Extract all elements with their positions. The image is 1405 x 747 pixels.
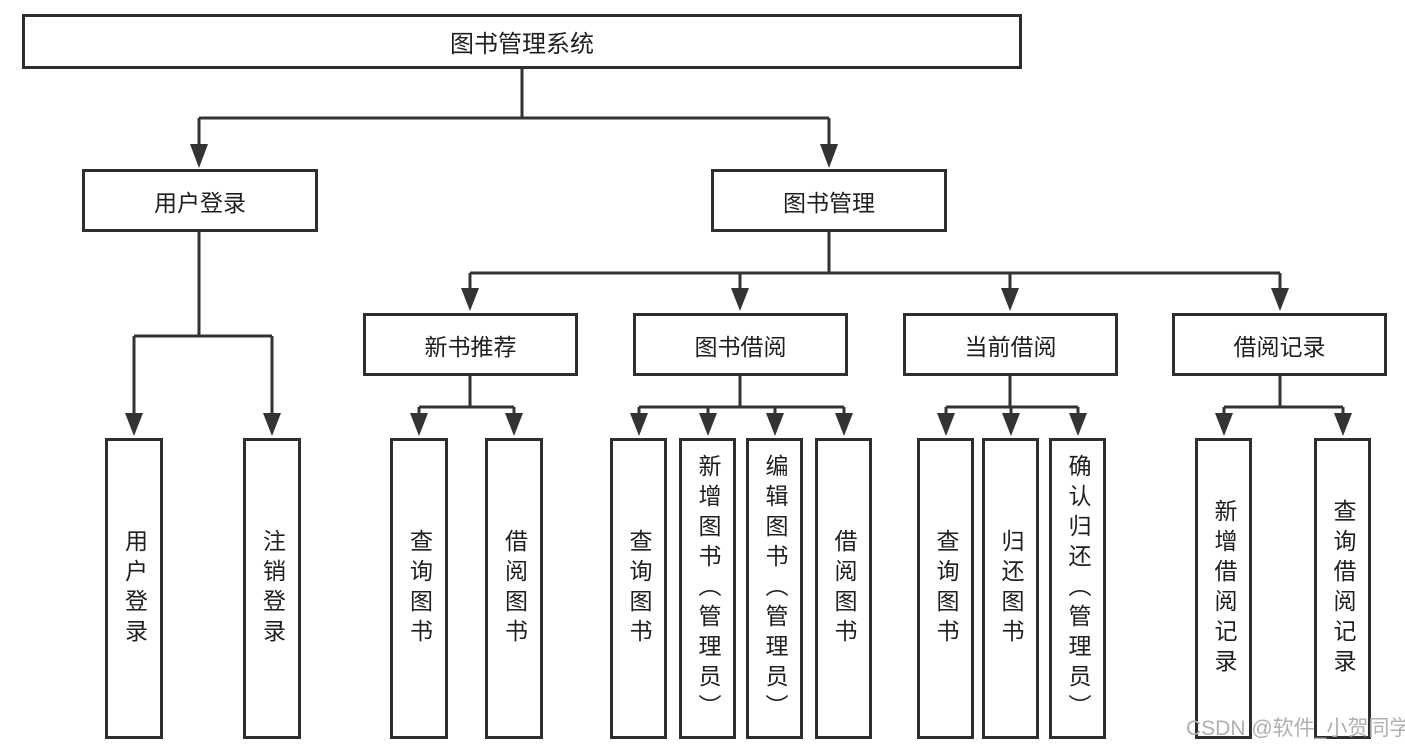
arrowhead bbox=[263, 413, 281, 436]
arrowhead bbox=[835, 413, 853, 436]
arrowhead bbox=[1001, 288, 1019, 311]
arrowhead bbox=[461, 288, 479, 311]
arrowhead bbox=[766, 413, 784, 436]
node-label: 用户登录 bbox=[121, 528, 148, 649]
node-label: 借阅图书 bbox=[831, 528, 857, 649]
arrowhead bbox=[820, 144, 838, 168]
node-label: 归还图书 bbox=[998, 528, 1024, 649]
node-label: 查询图书 bbox=[406, 528, 433, 649]
arrowhead bbox=[699, 413, 717, 436]
node-library-management-system: 图书管理系统 bbox=[22, 14, 1022, 69]
node-leaf-query-borrow-record: 查询借阅记录 bbox=[1314, 438, 1371, 739]
arrowhead bbox=[1334, 413, 1352, 436]
arrowhead bbox=[1002, 413, 1020, 436]
arrowhead bbox=[630, 413, 648, 436]
node-borrowing-records: 借阅记录 bbox=[1172, 313, 1387, 376]
node-leaf-edit-books-admin: 编辑图书（管理员） bbox=[746, 438, 803, 739]
node-label: 注销登录 bbox=[259, 528, 286, 649]
arrowhead bbox=[937, 413, 955, 436]
node-leaf-query-books-2: 查询图书 bbox=[610, 438, 667, 739]
csdn-watermark: CSDN @软件_小贺同学 bbox=[1186, 717, 1405, 740]
node-leaf-confirm-return-admin: 确认归还（管理员） bbox=[1049, 438, 1106, 739]
arrowhead bbox=[505, 413, 523, 436]
node-book-borrowing: 图书借阅 bbox=[633, 313, 848, 376]
node-leaf-query-books-1: 查询图书 bbox=[390, 438, 448, 739]
arrowhead bbox=[1215, 413, 1233, 436]
node-new-book-recommendation: 新书推荐 bbox=[363, 313, 578, 376]
node-label: 查询图书 bbox=[626, 528, 652, 649]
node-leaf-add-borrow-record: 新增借阅记录 bbox=[1195, 438, 1252, 739]
node-user-login-module: 用户登录 bbox=[82, 169, 318, 232]
arrowhead bbox=[1069, 413, 1087, 436]
node-label: 编辑图书（管理员） bbox=[762, 453, 788, 724]
node-label: 借阅图书 bbox=[501, 528, 528, 649]
arrowhead bbox=[1271, 288, 1289, 311]
node-label: 查询借阅记录 bbox=[1330, 498, 1356, 679]
node-leaf-borrow-books-2: 借阅图书 bbox=[815, 438, 872, 739]
node-label: 查询图书 bbox=[933, 528, 959, 649]
arrowhead bbox=[731, 288, 749, 311]
node-current-borrowing: 当前借阅 bbox=[903, 313, 1118, 376]
node-label: 新增借阅记录 bbox=[1211, 498, 1237, 679]
arrowhead bbox=[410, 413, 428, 436]
node-leaf-query-books-3: 查询图书 bbox=[917, 438, 974, 739]
node-label: 确认归还（管理员） bbox=[1065, 453, 1091, 724]
node-leaf-borrow-books-1: 借阅图书 bbox=[485, 438, 543, 739]
arrowhead bbox=[125, 413, 143, 436]
arrowhead bbox=[190, 144, 208, 168]
node-leaf-return-books: 归还图书 bbox=[982, 438, 1039, 739]
node-book-management-module: 图书管理 bbox=[711, 169, 947, 232]
node-leaf-logout: 注销登录 bbox=[243, 438, 301, 739]
node-leaf-user-login: 用户登录 bbox=[105, 438, 163, 739]
node-label: 新增图书（管理员） bbox=[695, 453, 721, 724]
node-leaf-add-books-admin: 新增图书（管理员） bbox=[679, 438, 736, 739]
